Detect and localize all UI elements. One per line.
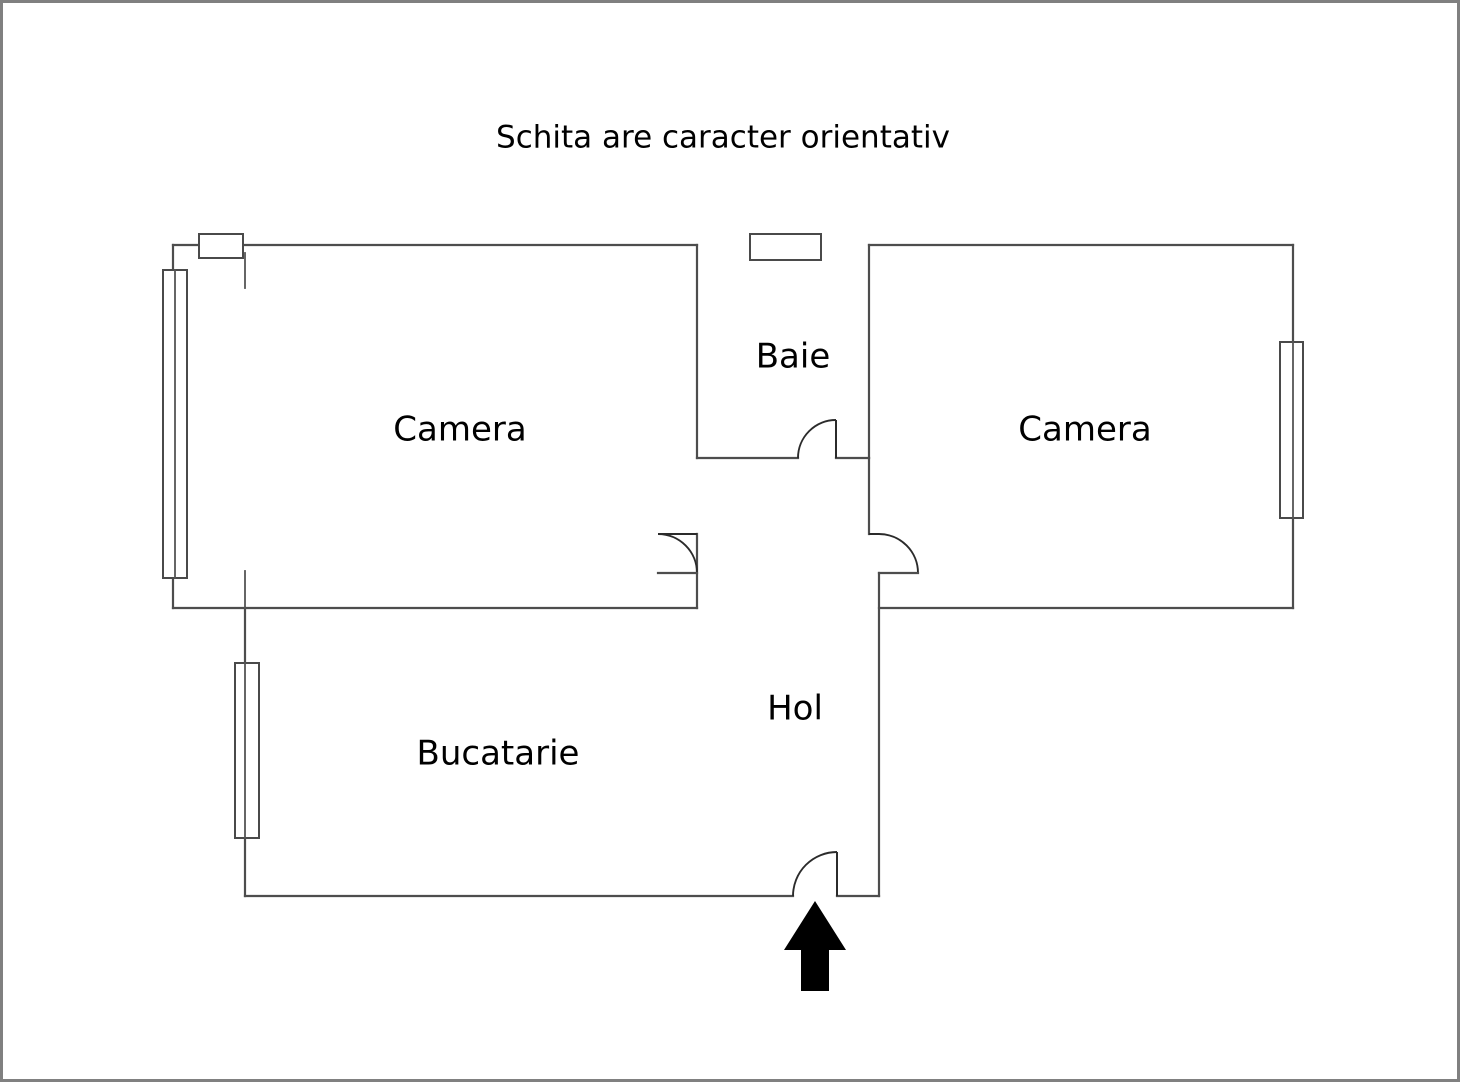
room-label-group: Camera Baie Camera Hol Bucatarie: [393, 337, 1151, 774]
entrance-arrow-icon: [784, 901, 846, 991]
door-camera-right-arc: [878, 533, 919, 574]
room-label-bucatarie: Bucatarie: [417, 734, 580, 774]
door-camera-left-arc: [657, 533, 698, 574]
room-label-baie: Baie: [756, 337, 831, 377]
window-baie-top: [749, 233, 822, 261]
door-baie-arc: [797, 419, 837, 459]
window-camera-left-top: [198, 233, 244, 259]
room-label-camera-left: Camera: [393, 410, 526, 450]
door-group: [656, 419, 920, 897]
floor-plan-drawing: Schita are caracter orientativ: [162, 120, 1304, 991]
room-label-hol: Hol: [767, 689, 823, 729]
door-entrance-arc: [792, 851, 838, 897]
page-title: Schita are caracter orientativ: [496, 120, 950, 156]
wall-group: [171, 243, 1295, 898]
window-camera-right-side: [1279, 341, 1304, 519]
room-label-camera-right: Camera: [1018, 410, 1151, 450]
window-bucatarie-side: [234, 662, 260, 839]
window-group: [162, 233, 1304, 839]
